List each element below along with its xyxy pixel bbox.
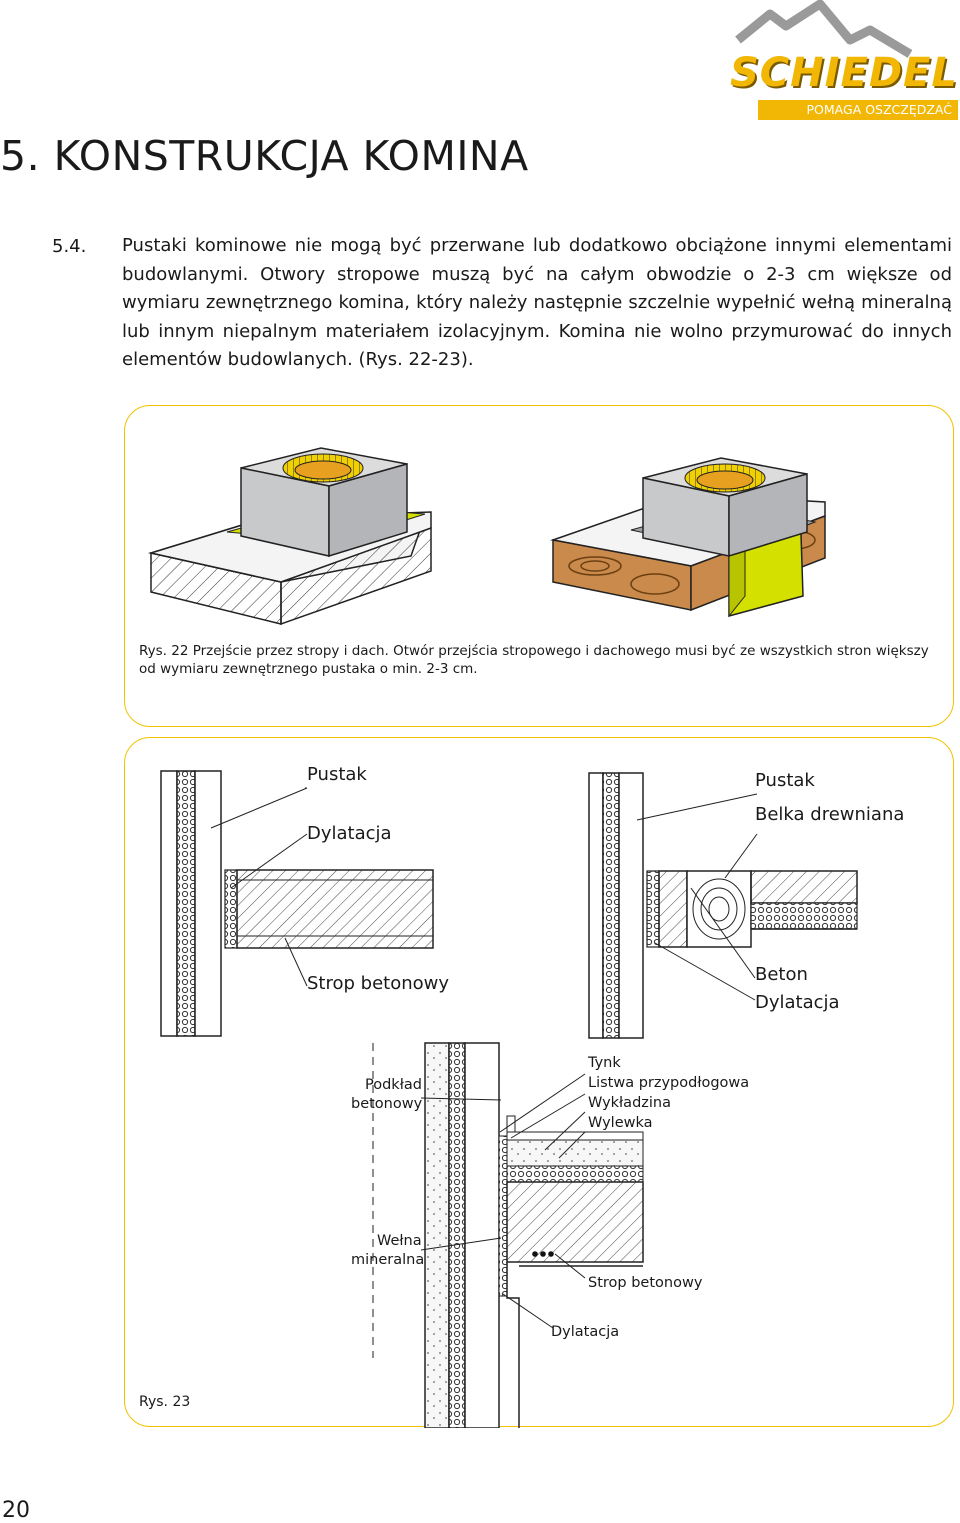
logo-tagline: POMAGA OSZCZĘDZAĆ ENERGIĘ bbox=[758, 100, 958, 137]
label-podklad-line1: Podkład bbox=[365, 1077, 422, 1093]
label-strop-bottom: Strop betonowy bbox=[588, 1275, 703, 1291]
figure-22-caption: Rys. 22 Przejście przez stropy i dach. O… bbox=[139, 643, 929, 677]
label-welna-line2: mineralna bbox=[351, 1252, 425, 1268]
label-pustak-left: Pustak bbox=[307, 764, 367, 785]
label-wykladzina: Wykładzina bbox=[588, 1095, 671, 1111]
section-number: 5.4. bbox=[52, 236, 87, 257]
label-strop-left: Strop betonowy bbox=[307, 973, 450, 994]
figure-22-panel: Rys. 22 Przejście przez stropy i dach. O… bbox=[124, 405, 954, 727]
label-welna-line1: Wełna bbox=[377, 1233, 422, 1249]
figure-22-illustration bbox=[148, 447, 826, 626]
logo-mountain-icon bbox=[735, 0, 913, 58]
label-beton: Beton bbox=[755, 964, 808, 985]
chapter-title: 5. KONSTRUKCJA KOMINA bbox=[0, 132, 529, 180]
chimney-block-left bbox=[240, 447, 408, 558]
section-text: Pustaki kominowe nie mogą być przerwane … bbox=[122, 235, 952, 370]
label-dylatacja-left: Dylatacja bbox=[307, 823, 392, 844]
figure-23-illustration bbox=[160, 770, 858, 1428]
detail-floor-build-up bbox=[372, 1042, 644, 1428]
label-belka: Belka drewniana bbox=[755, 804, 905, 825]
label-dylatacja-bottom: Dylatacja bbox=[551, 1324, 620, 1340]
label-listwa: Listwa przypodłogowa bbox=[588, 1075, 750, 1091]
page-number: 20 bbox=[2, 1498, 30, 1523]
label-tynk: Tynk bbox=[588, 1055, 621, 1071]
label-wylewka: Wylewka bbox=[588, 1115, 653, 1131]
label-dylatacja-right: Dylatacja bbox=[755, 992, 840, 1013]
figure-23-label: Rys. 23 bbox=[139, 1394, 191, 1410]
figure-23-panel: Pustak Dylatacja Strop betonowy Pustak B… bbox=[124, 737, 954, 1428]
logo-wordmark: SCHIEDEL bbox=[730, 50, 958, 96]
detail-timber-beam bbox=[588, 772, 858, 1039]
chimney-block-right bbox=[642, 457, 808, 558]
detail-concrete-slab bbox=[160, 770, 434, 1037]
label-pustak-right: Pustak bbox=[755, 770, 815, 791]
label-podklad-line2: betonowy bbox=[351, 1096, 423, 1112]
